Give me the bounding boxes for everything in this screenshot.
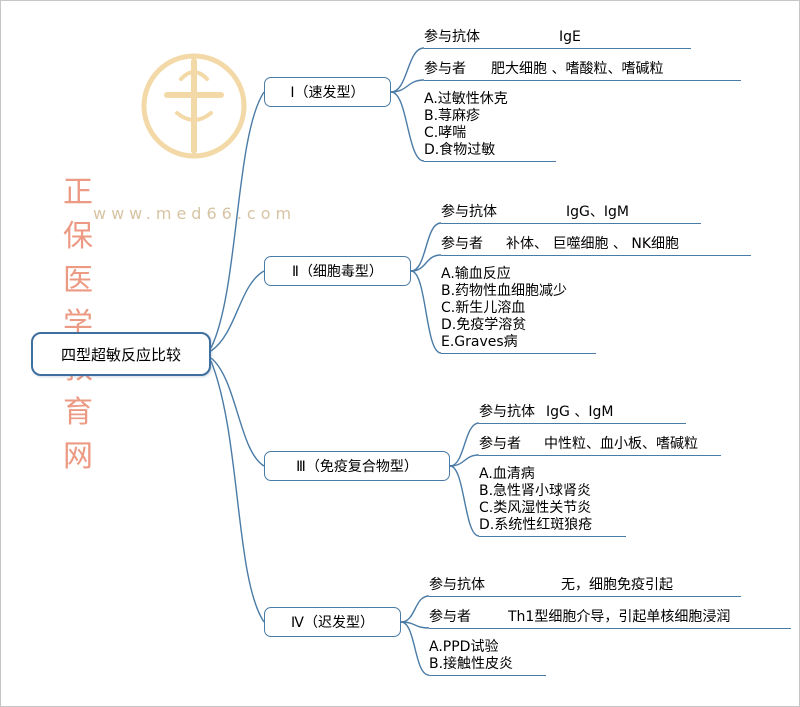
example-item: C.类风湿性关节炎 bbox=[479, 500, 592, 516]
attr-label: 参与者 bbox=[424, 61, 466, 77]
examples-list: A.PPD试验 B.接触性皮炎 bbox=[429, 639, 546, 676]
branch-label: Ⅰ（速发型） bbox=[290, 85, 365, 101]
attr-value: 补体、 巨噬细胞 、 NK细胞 bbox=[506, 236, 680, 252]
attr-value: 无，细胞免疫引起 bbox=[561, 577, 673, 593]
brand-logo-icon bbox=[141, 53, 247, 159]
example-item: B.接触性皮炎 bbox=[429, 656, 514, 672]
branch-node-type4[interactable]: Ⅳ（迟发型） bbox=[264, 607, 401, 637]
branch-label: Ⅲ（免疫复合物型） bbox=[296, 459, 418, 475]
attr-label: 参与抗体 bbox=[429, 577, 485, 593]
attr-row-participants: 参与者 Th1型细胞介导，引起单核细胞浸润 bbox=[429, 609, 791, 629]
example-item: E.Graves病 bbox=[441, 334, 518, 350]
attr-row-antibody: 参与抗体 IgE bbox=[424, 29, 691, 49]
branch-node-type2[interactable]: Ⅱ（细胞毒型） bbox=[264, 256, 411, 286]
attr-label: 参与抗体 bbox=[441, 204, 497, 220]
example-item: A.PPD试验 bbox=[429, 639, 499, 655]
brand-url-text: www.med66.com bbox=[93, 204, 297, 223]
example-item: A.过敏性休克 bbox=[424, 91, 508, 107]
attr-row-participants: 参与者 肥大细胞 、嗜酸粒、嗜碱粒 bbox=[424, 61, 741, 81]
attr-row-participants: 参与者 中性粒、血小板、嗜碱粒 bbox=[479, 436, 721, 456]
attr-row-antibody: 参与抗体 IgG、IgM bbox=[441, 204, 701, 224]
example-item: B.药物性血细胞减少 bbox=[441, 283, 568, 299]
attr-label: 参与者 bbox=[429, 609, 471, 625]
example-item: C.新生儿溶血 bbox=[441, 300, 526, 316]
attr-value: 肥大细胞 、嗜酸粒、嗜碱粒 bbox=[491, 61, 664, 77]
attr-value: Th1型细胞介导，引起单核细胞浸润 bbox=[508, 609, 731, 625]
attr-label: 参与者 bbox=[441, 236, 483, 252]
attr-value: IgE bbox=[559, 29, 581, 45]
example-item: B.荨麻疹 bbox=[424, 108, 481, 124]
example-item: D.食物过敏 bbox=[424, 142, 496, 158]
attr-row-antibody: 参与抗体 无，细胞免疫引起 bbox=[429, 577, 741, 597]
branch-node-type3[interactable]: Ⅲ（免疫复合物型） bbox=[264, 451, 450, 481]
attr-value: IgG、IgM bbox=[566, 204, 629, 220]
attr-row-antibody: 参与抗体 IgG 、IgM bbox=[479, 404, 686, 424]
examples-list: A.输血反应 B.药物性血细胞减少 C.新生儿溶血 D.免疫学溶贫 E.Grav… bbox=[441, 266, 596, 354]
examples-list: A.过敏性休克 B.荨麻疹 C.哮喘 D.食物过敏 bbox=[424, 91, 556, 162]
branch-node-type1[interactable]: Ⅰ（速发型） bbox=[264, 77, 391, 107]
example-item: B.急性肾小球肾炎 bbox=[479, 483, 592, 499]
example-item: C.哮喘 bbox=[424, 125, 467, 141]
branch-label: Ⅳ（迟发型） bbox=[291, 615, 374, 631]
example-item: D.免疫学溶贫 bbox=[441, 317, 527, 333]
example-item: A.血清病 bbox=[479, 466, 535, 482]
example-item: D.系统性红斑狼疮 bbox=[479, 517, 593, 533]
attr-label: 参与抗体 bbox=[424, 29, 480, 45]
attr-row-participants: 参与者 补体、 巨噬细胞 、 NK细胞 bbox=[441, 236, 751, 256]
attr-label: 参与抗体 bbox=[479, 404, 535, 420]
example-item: A.输血反应 bbox=[441, 266, 511, 282]
root-topic-node[interactable]: 四型超敏反应比较 bbox=[31, 332, 211, 376]
attr-value: 中性粒、血小板、嗜碱粒 bbox=[544, 436, 698, 452]
examples-list: A.血清病 B.急性肾小球肾炎 C.类风湿性关节炎 D.系统性红斑狼疮 bbox=[479, 466, 626, 537]
root-topic-label: 四型超敏反应比较 bbox=[60, 345, 181, 364]
attr-label: 参与者 bbox=[479, 436, 521, 452]
attr-value: IgG 、IgM bbox=[546, 404, 614, 420]
branch-label: Ⅱ（细胞毒型） bbox=[292, 264, 383, 280]
